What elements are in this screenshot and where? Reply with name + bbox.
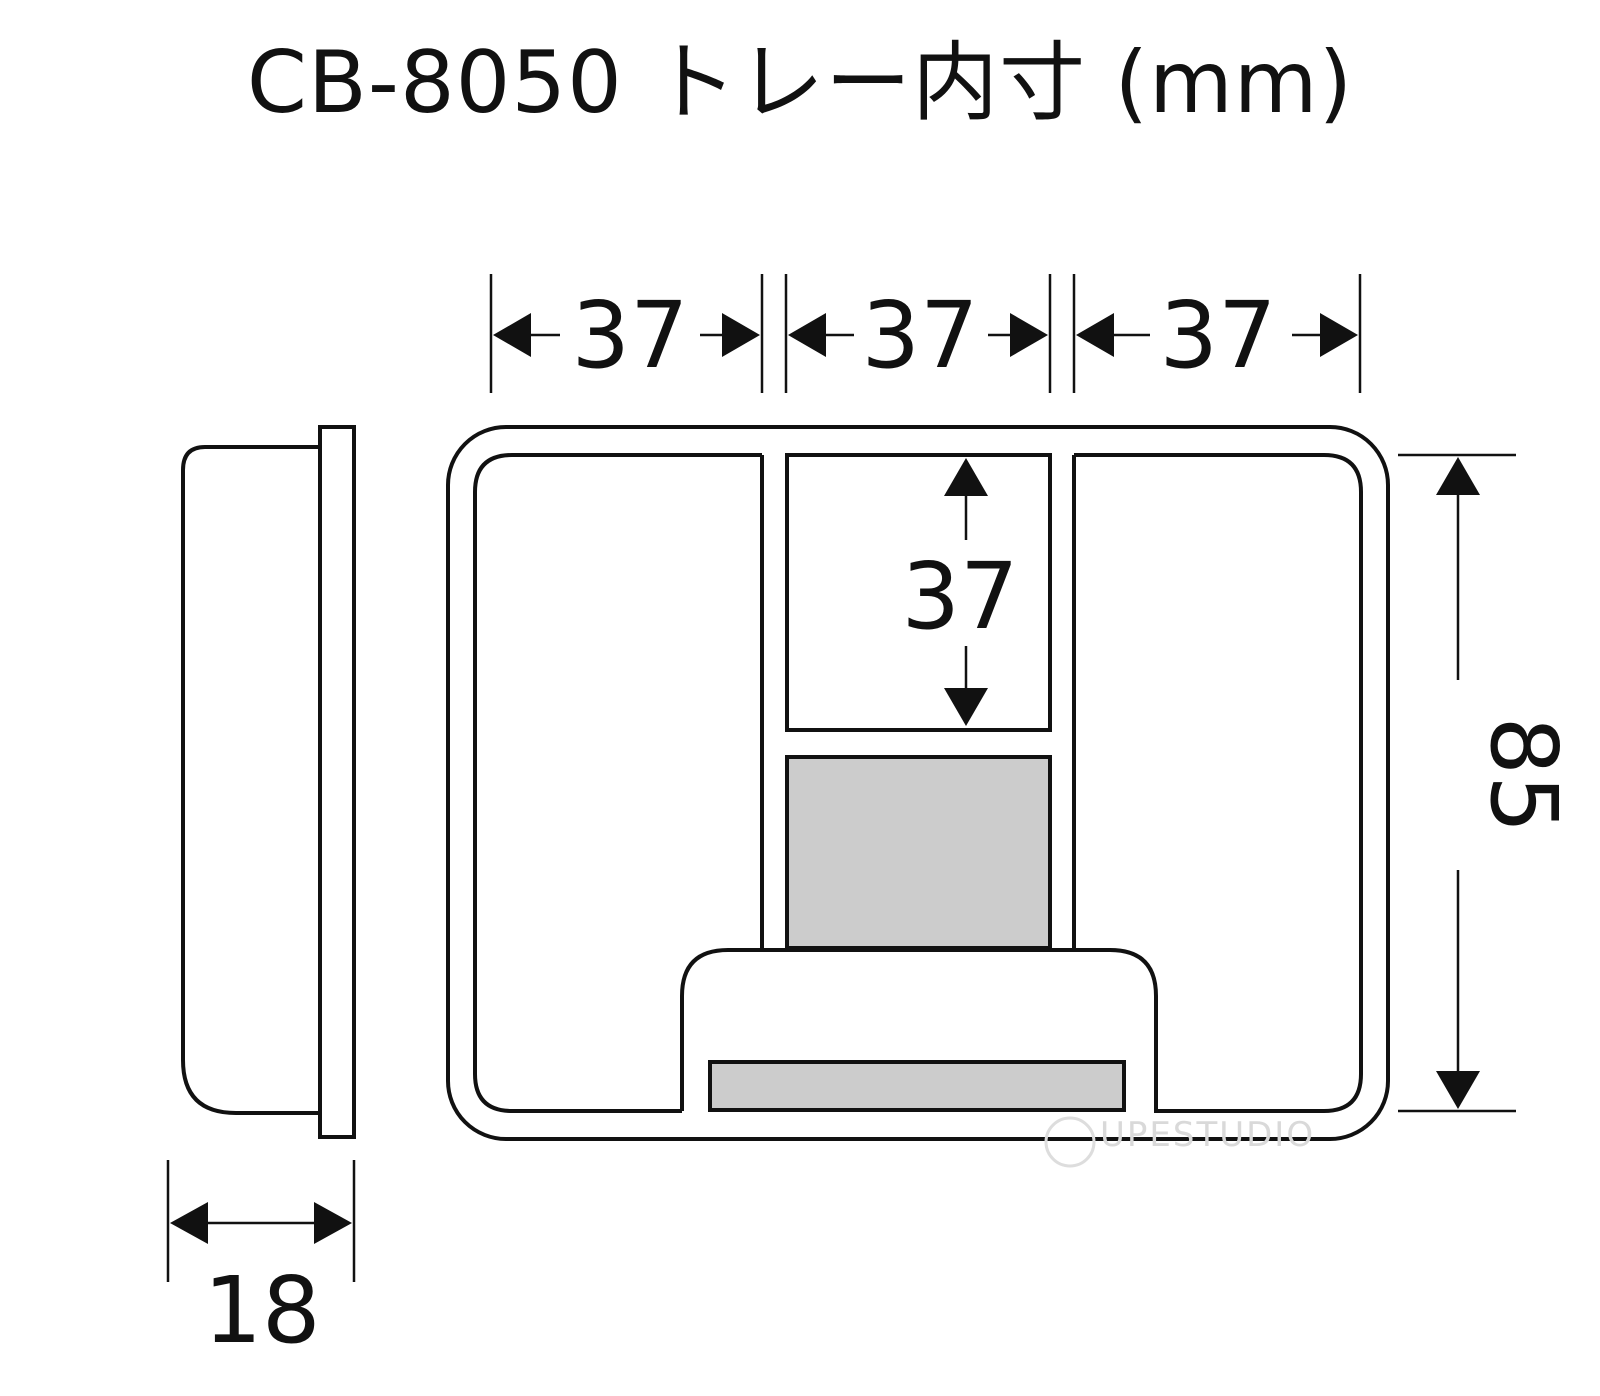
depth-arrow-right	[314, 1202, 352, 1244]
tray-top-view	[446, 425, 1390, 1141]
tray-outer-frame	[446, 425, 1390, 1141]
width-right-label: 37	[1159, 282, 1276, 389]
arrow-down	[1436, 1071, 1480, 1109]
center-height-dimension: 37	[901, 458, 1019, 726]
arrow-up	[944, 458, 988, 496]
arrow-left	[788, 313, 826, 357]
compartment-center-upper	[785, 453, 1052, 732]
compartment-left	[473, 453, 762, 1113]
arrow-right	[1010, 313, 1048, 357]
latch-slot	[708, 1060, 1126, 1112]
arrow-left	[1076, 313, 1114, 357]
side-view-lid	[318, 425, 356, 1139]
side-view	[181, 425, 356, 1139]
depth-arrow-left	[170, 1202, 208, 1244]
arrow-right	[1320, 313, 1358, 357]
watermark-text: UPESTUDIO	[1100, 1115, 1315, 1155]
watermark-logo-icon	[1044, 1116, 1096, 1168]
compartment-center-lower	[785, 755, 1052, 950]
depth-dimension	[166, 1160, 356, 1282]
width-dimension-right: 37	[1076, 282, 1358, 389]
width-dimension-left: 37	[493, 282, 760, 389]
arrow-right	[722, 313, 760, 357]
total-height-label: 85	[1470, 716, 1577, 833]
width-middle-label: 37	[861, 282, 978, 389]
center-height-label: 37	[901, 543, 1018, 650]
total-height-dimension: 85	[1398, 453, 1577, 1113]
watermark: UPESTUDIO	[1044, 1115, 1315, 1168]
arrow-up	[1436, 457, 1480, 495]
width-dimension-middle: 37	[788, 282, 1048, 389]
arrow-down	[944, 688, 988, 726]
depth-label: 18	[203, 1257, 320, 1364]
side-view-body	[181, 445, 322, 1115]
compartment-right	[1074, 453, 1363, 1113]
width-dimension-extension-lines	[489, 274, 1362, 393]
width-left-label: 37	[571, 282, 688, 389]
arrow-left	[493, 313, 531, 357]
diagram-title: CB-8050 トレー内寸 (mm)	[246, 33, 1354, 133]
